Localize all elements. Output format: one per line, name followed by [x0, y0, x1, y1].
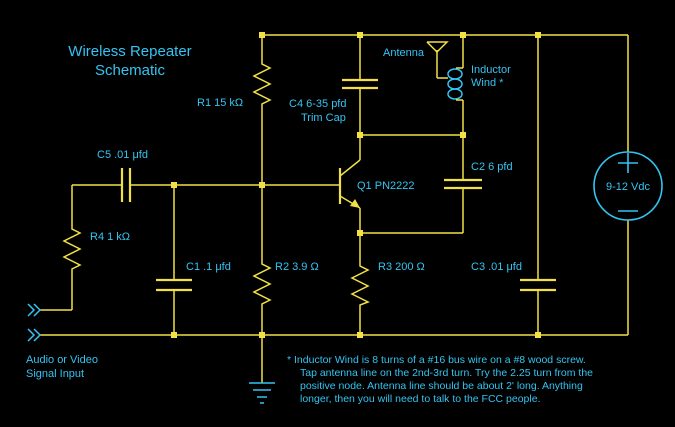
inductor-label: Inductor — [471, 64, 511, 76]
r2-label: R2 3.9 Ω — [275, 261, 319, 273]
r4-label: R4 1 kΩ — [90, 231, 130, 243]
c4-sublabel: Trim Cap — [301, 112, 346, 124]
antenna-icon — [426, 41, 449, 54]
r4-resistor-symbol — [62, 225, 82, 272]
c5-label: C5 .01 μfd — [97, 149, 148, 161]
footnote-line-2: Tap antenna line on the 2nd-3rd turn. Tr… — [300, 367, 593, 379]
r2-resistor-symbol — [252, 260, 272, 310]
c4-label: C4 6-35 pfd — [289, 98, 346, 110]
c1-label: C1 .1 μfd — [186, 261, 231, 273]
c1-capacitor-symbol — [156, 278, 192, 292]
footnote-line-1: * Inductor Wind is 8 turns of a #16 bus … — [287, 354, 586, 366]
ground-icon — [249, 382, 275, 404]
c3-capacitor-symbol — [520, 278, 556, 292]
input-label-line-1: Audio or Video — [26, 354, 98, 366]
r1-resistor-symbol — [252, 60, 272, 108]
input-label-line-2: Signal Input — [26, 368, 84, 380]
battery-symbol — [593, 151, 663, 221]
r3-resistor-symbol — [350, 262, 370, 308]
title-line-1: Wireless Repeater — [68, 43, 191, 60]
circuit-wires — [40, 34, 629, 383]
r1-label: R1 15 kΩ — [197, 97, 243, 109]
c2-capacitor-symbol — [444, 178, 482, 190]
battery-label: 9-12 Vdc — [606, 181, 651, 193]
q1-transistor-symbol — [338, 145, 361, 209]
inductor-sublabel: Wind * — [471, 77, 504, 89]
input-terminal-icon — [27, 303, 42, 342]
antenna-label: Antenna — [383, 47, 425, 59]
r3-label: R3 200 Ω — [378, 261, 425, 273]
footnote-line-3: positive node. Antenna line should be ab… — [300, 380, 583, 392]
title-line-2: Schematic — [95, 62, 166, 79]
inductor-coil-symbol — [447, 67, 463, 101]
c5-capacitor-symbol — [120, 168, 147, 202]
q1-label: Q1 PN2222 — [357, 180, 414, 192]
c4-capacitor-symbol — [342, 78, 378, 90]
footnote-line-4: longer, then you will need to talk to th… — [300, 393, 540, 405]
junction-dots — [171, 32, 541, 338]
c3-label: C3 .01 μfd — [471, 261, 522, 273]
c2-label: C2 6 pfd — [471, 161, 513, 173]
